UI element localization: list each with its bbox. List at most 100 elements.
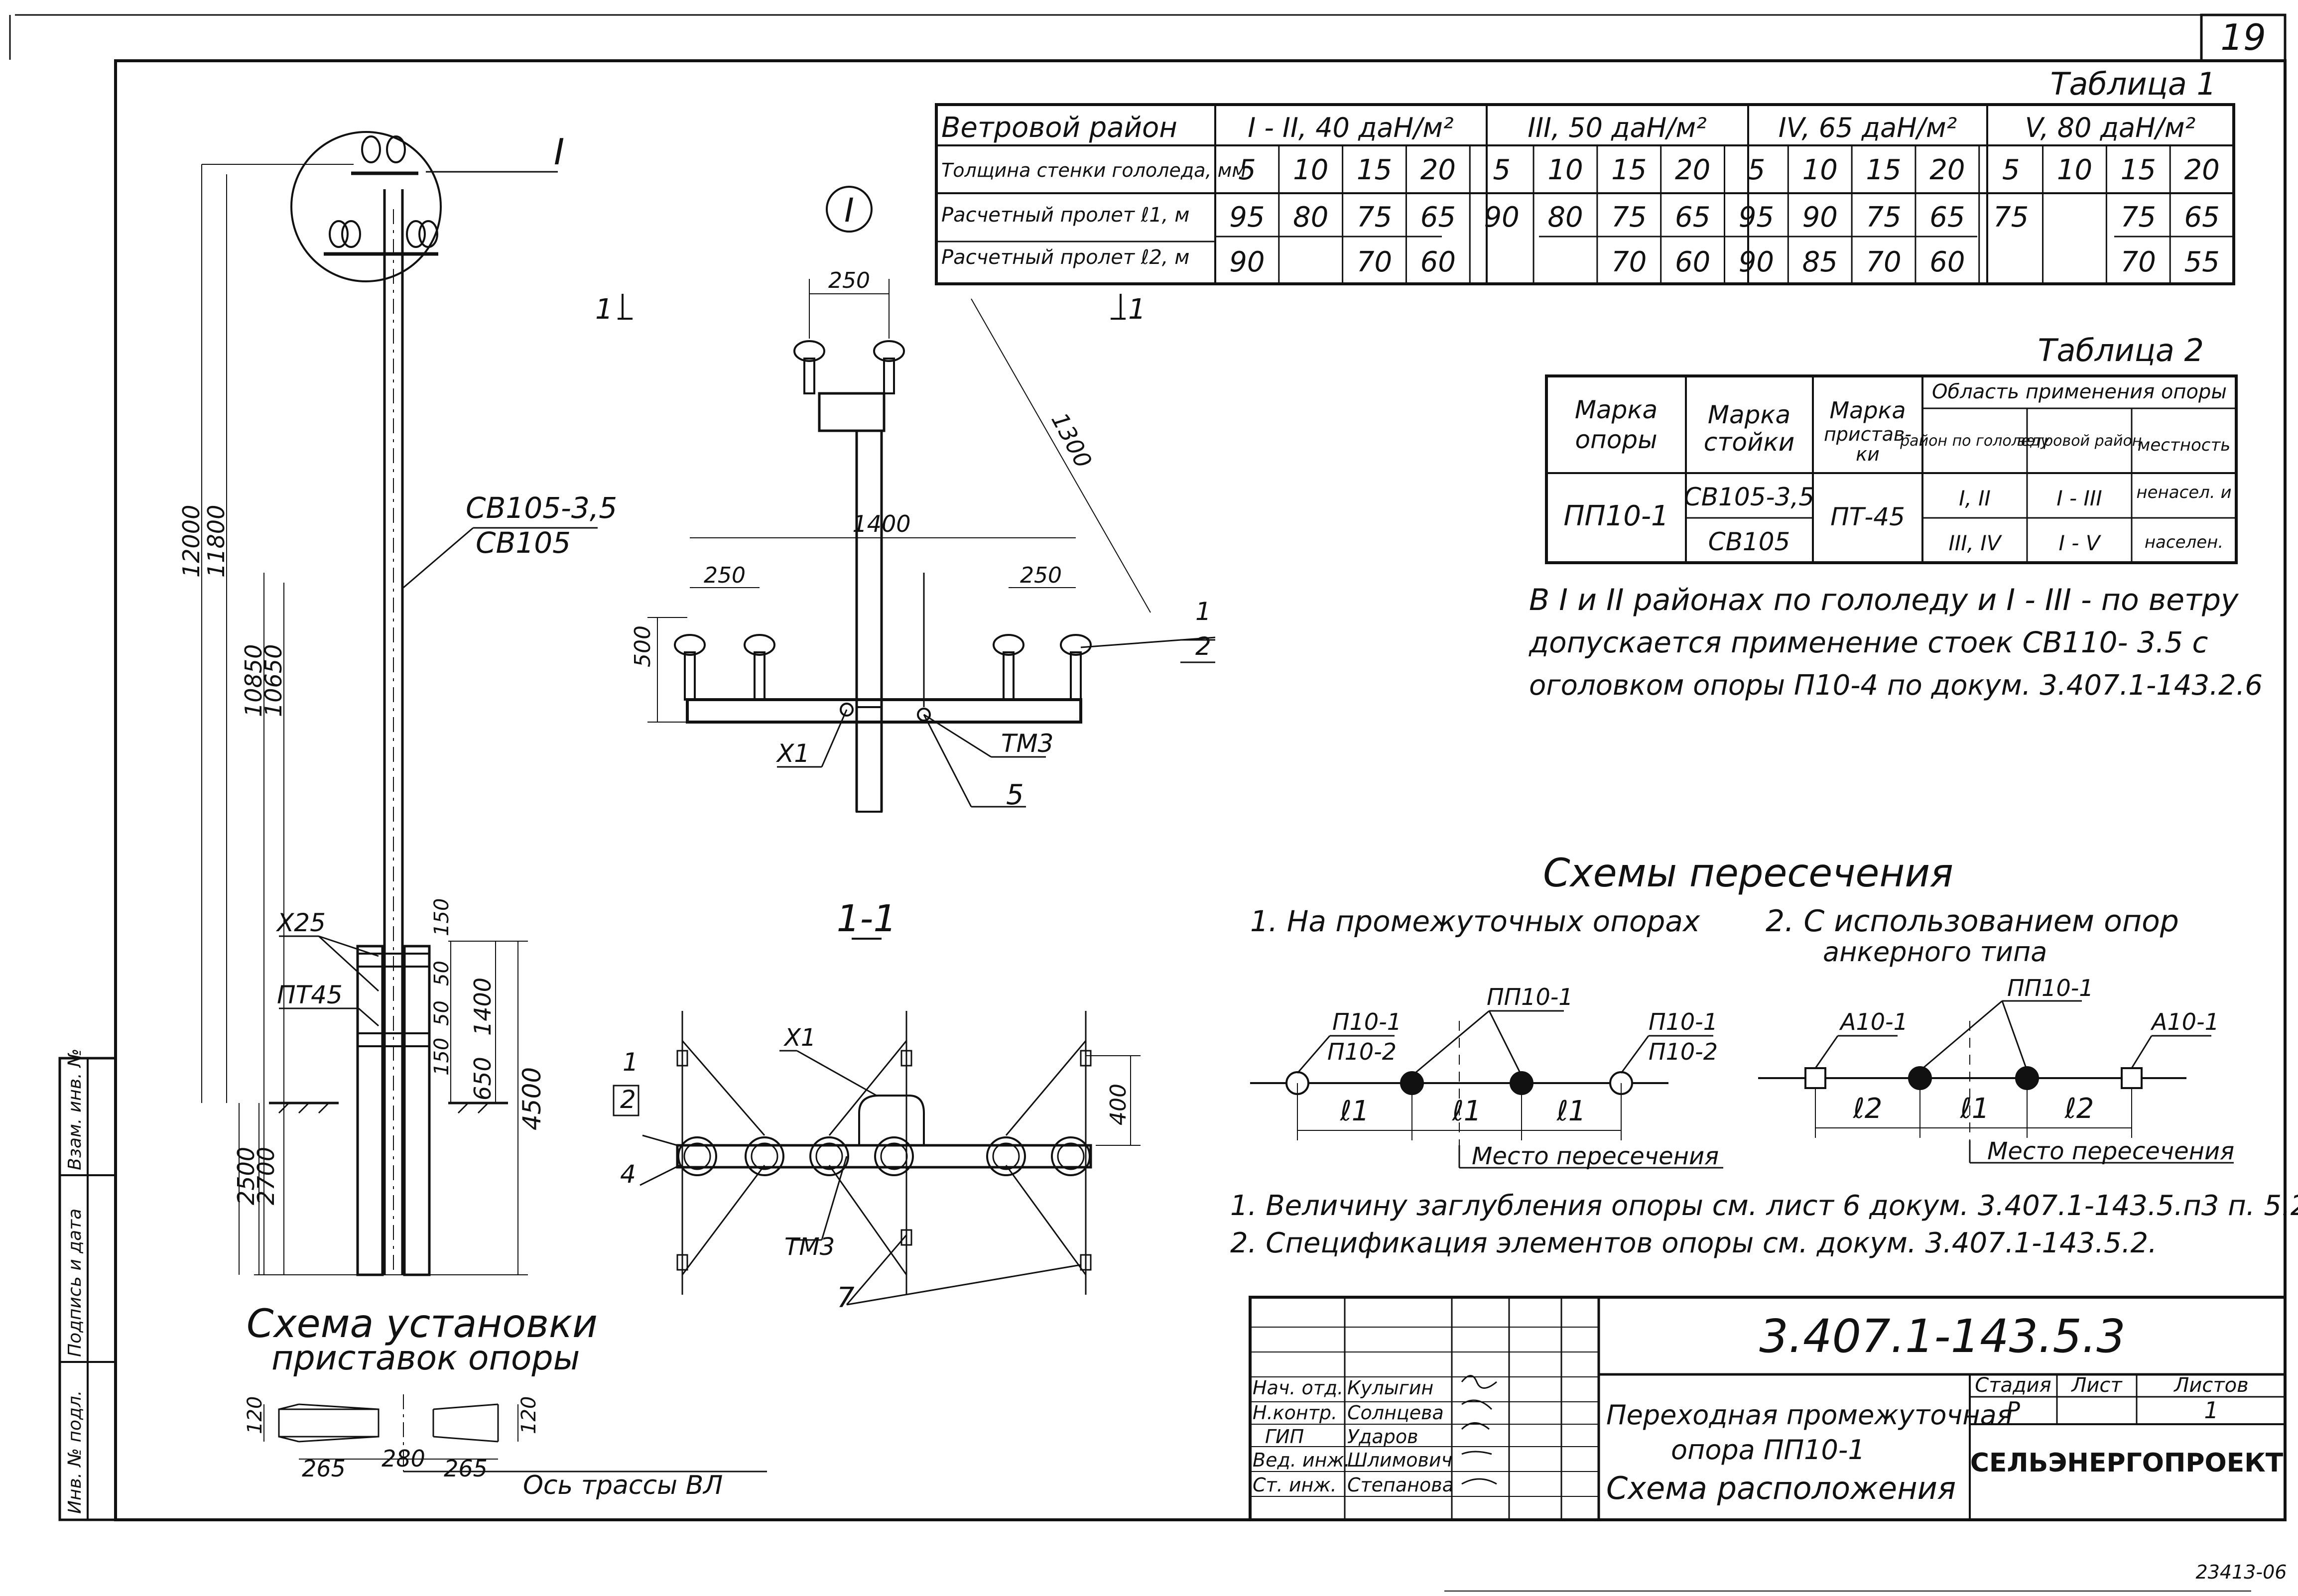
table1-cell-span2-7: 60: [1675, 246, 1710, 278]
table1-cell-span2-9: 85: [1802, 246, 1838, 278]
tb-name-staff-3: Ударов: [1347, 1426, 1418, 1448]
t2-ice-2: III, IV: [1949, 531, 2003, 555]
table1-cell-span1-9: 90: [1802, 201, 1838, 234]
section-1-1: [639, 938, 1141, 1306]
table1-cell-span2-3: 60: [1420, 246, 1456, 278]
dim-2500: 2500: [233, 1147, 259, 1205]
scheme-right: [1758, 1000, 2234, 1164]
dim-11800: 11800: [203, 505, 230, 578]
install-dim-120-right: 120: [517, 1396, 540, 1434]
table1-cell-ice-3: 20: [1420, 154, 1456, 186]
stamp-sign-label: Подпись и дата: [65, 1209, 85, 1357]
dim-50a: 50: [430, 961, 453, 986]
table1-cell-ice-0: 5: [1238, 154, 1256, 186]
tb-stage-label: Стадия: [1975, 1374, 2051, 1397]
table1-cell-span2-0: 90: [1229, 246, 1265, 278]
table1-cell-span1-8: 95: [1739, 201, 1774, 234]
table1-cell-span1-2: 75: [1357, 201, 1392, 234]
install-dim-280: 280: [382, 1445, 425, 1472]
install-axis: Ось трассы ВЛ: [523, 1471, 723, 1500]
table1-cell-span1-0: 95: [1229, 201, 1265, 234]
head-dim-250-right: 250: [1020, 563, 1062, 588]
table1-cell-ice-11: 20: [1929, 154, 1965, 186]
label-post2: СВ105: [476, 526, 571, 560]
note-line-3: оголовком опоры П10-4 по докум. 3.407.1-…: [1529, 669, 2263, 702]
t2-h-ice: район по гололеду: [1900, 432, 2050, 450]
t1-region-4: V, 80 даН/м²: [2025, 112, 2196, 143]
table1-cell-span2-2: 70: [1357, 246, 1392, 278]
dim-150b: 150: [430, 1038, 453, 1076]
tb-doc-code: 3.407.1-143.5.3: [1759, 1310, 2126, 1363]
side-stamp: Инв. № подл. Подпись и дата Взам. инв. №: [58, 1049, 117, 1521]
table1-cell-ice-13: 10: [2057, 154, 2092, 186]
head-dim-1300: 1300: [1046, 408, 1097, 473]
sr-lbl-a101-a: А10-1: [1839, 1008, 1908, 1035]
t2-support: ПП10-1: [1563, 500, 1668, 532]
head-section-marker: I: [844, 191, 854, 230]
sl-lbl-p102-a: П10-2: [1327, 1038, 1397, 1065]
title-block: [1249, 1296, 2287, 1521]
table1-cell-ice-14: 15: [2121, 154, 2156, 186]
table1-cell-span1-5: 80: [1547, 201, 1583, 234]
t2-post-2: СВ105: [1708, 527, 1790, 556]
t1-region-3: IV, 65 даН/м²: [1779, 112, 1957, 143]
table1-cell-ice-1: 10: [1293, 154, 1328, 186]
table1-cell-span1-15: 65: [2184, 201, 2219, 234]
table1-cell-ice-9: 10: [1802, 154, 1838, 186]
s11-n7: 7: [837, 1282, 855, 1314]
sl-lbl-p101-a: П10-1: [1332, 1008, 1402, 1035]
table1-cell-span2-6: 70: [1611, 246, 1647, 278]
note-line-1: В I и II районах по гололеду и I - III -…: [1529, 583, 2239, 617]
install-scheme: [263, 1394, 767, 1473]
dim-50b: 50: [430, 1000, 453, 1026]
tb-name-3: Схема расположения: [1606, 1470, 1956, 1506]
note-2: 2. Спецификация элементов опоры см. доку…: [1230, 1227, 2157, 1259]
t1-row-span2: Расчетный пролет ℓ2, м: [941, 246, 1189, 269]
sl-lbl-pp101: ПП10-1: [1487, 983, 1573, 1010]
table1-cell-ice-8: 5: [1748, 154, 1766, 186]
t2-terrain-2: населен.: [2145, 532, 2223, 552]
head-detail: [618, 186, 1216, 813]
table1-cell-span1-3: 65: [1420, 201, 1456, 234]
sr-span-1: ℓ2: [1853, 1093, 1883, 1125]
sr-lbl-pp101: ПП10-1: [2007, 975, 2094, 1001]
table1-cell-span2-8: 90: [1739, 246, 1774, 278]
table1-cell-span1-10: 75: [1866, 201, 1901, 234]
table1-cell-span1-4: 90: [1484, 201, 1520, 234]
stamp-inv-label: Инв. № подл.: [65, 1390, 85, 1514]
tb-sheets: 1: [2204, 1397, 2218, 1424]
schemes-left-title: 1. На промежуточных опорах: [1250, 904, 1700, 938]
dim-12000: 12000: [178, 505, 205, 578]
install-dim-120-left: 120: [244, 1396, 266, 1434]
install-title-2: приставок опоры: [271, 1339, 580, 1378]
table1-cell-span2-11: 60: [1929, 246, 1965, 278]
s11-n1: 1: [623, 1048, 638, 1077]
tb-role-4: Вед. инж.: [1253, 1449, 1350, 1471]
page-number: 19: [2220, 16, 2266, 58]
table1-cell-ice-6: 15: [1611, 154, 1647, 186]
t1-row-wind: Ветровой район: [941, 112, 1177, 144]
bottom-code: 23413-06: [2196, 1561, 2287, 1583]
stamp-replace-label: Взам. инв. №: [65, 1049, 85, 1170]
t2-attachment: ПТ-45: [1830, 502, 1905, 531]
sr-lbl-a101-b: А10-1: [2150, 1008, 2219, 1035]
table1-cell-span1-1: 80: [1293, 201, 1328, 234]
section-right-1: 1: [1128, 293, 1146, 326]
t1-row-ice: Толщина стенки гололеда, мм: [941, 159, 1246, 181]
t2-wind-1: I - III: [2056, 486, 2102, 510]
dim-150a: 150: [430, 898, 453, 936]
sl-span-2: ℓ1: [1452, 1095, 1482, 1127]
sl-span-3: ℓ1: [1556, 1095, 1586, 1127]
scheme-left: [1250, 1010, 1723, 1169]
t1-region-2: III, 50 даН/м²: [1528, 112, 1707, 143]
install-dim-265-left: 265: [302, 1455, 346, 1482]
table2-title: Таблица 2: [2038, 332, 2204, 368]
t1-row-span1: Расчетный пролет ℓ1, м: [941, 204, 1189, 227]
t2-h-terrain: местность: [2138, 435, 2231, 455]
tb-name-staff-5: Степанова: [1347, 1474, 1454, 1496]
tb-name-1: Переходная промежуточная: [1606, 1399, 2013, 1431]
table1-cell-span1-12: 75: [1993, 201, 2029, 234]
head-dim-500: 500: [630, 625, 655, 667]
head-dim-250-top: 250: [828, 268, 870, 293]
